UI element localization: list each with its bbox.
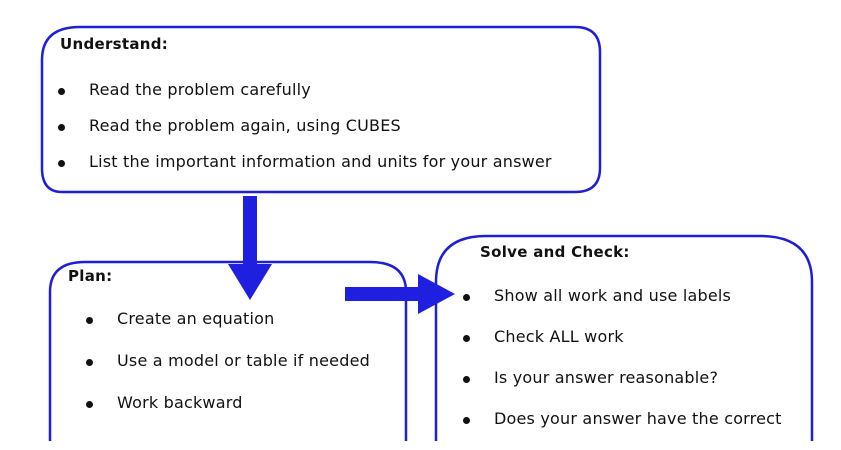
list-item: Read the problem carefully bbox=[58, 80, 552, 116]
list-item: Use a model or table if needed bbox=[86, 351, 370, 393]
understand-list: Read the problem carefully Read the prob… bbox=[58, 80, 552, 188]
list-item: Check ALL work bbox=[463, 327, 782, 368]
list-item: Create an equation bbox=[86, 309, 370, 351]
arrow-right-head bbox=[418, 274, 455, 314]
list-item: Does your answer have the correct bbox=[463, 409, 782, 450]
arrow-right-shaft bbox=[345, 287, 420, 301]
arrow-right-to-solve bbox=[345, 274, 455, 314]
solve-check-box-frame bbox=[434, 234, 814, 441]
solve-check-title: Solve and Check: bbox=[480, 243, 630, 261]
plan-box-frame bbox=[48, 260, 408, 441]
list-item: Work backward bbox=[86, 393, 370, 435]
arrow-down-shaft bbox=[243, 196, 257, 267]
arrow-down-head bbox=[228, 264, 272, 300]
list-item: List the important information and units… bbox=[58, 152, 552, 188]
solve-check-list: Show all work and use labels Check ALL w… bbox=[463, 286, 782, 450]
plan-list: Create an equation Use a model or table … bbox=[86, 309, 370, 435]
understand-box-frame bbox=[40, 25, 602, 194]
arrow-down-to-plan bbox=[228, 196, 272, 300]
list-item: Is your answer reasonable? bbox=[463, 368, 782, 409]
understand-title: Understand: bbox=[60, 35, 169, 53]
list-item: Read the problem again, using CUBES bbox=[58, 116, 552, 152]
list-item: Show all work and use labels bbox=[463, 286, 782, 327]
plan-title: Plan: bbox=[68, 267, 113, 285]
